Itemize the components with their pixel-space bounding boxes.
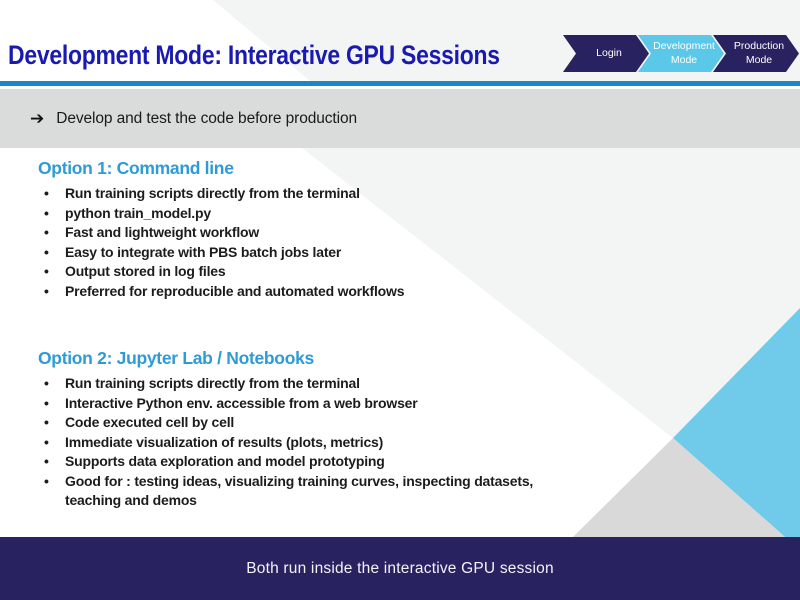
process-steps: Login Development Mode Production Mode (563, 35, 799, 72)
bullet-item: Code executed cell by cell (38, 413, 568, 433)
option-2-bullet-list: Run training scripts directly from the t… (38, 374, 568, 511)
step-chevron-development-mode: Development Mode (638, 35, 724, 72)
bullet-item: Supports data exploration and model prot… (38, 452, 568, 472)
bullet-item: Output stored in log files (38, 262, 568, 282)
step-label: Development Mode (653, 40, 715, 66)
footer-bar: Both run inside the interactive GPU sess… (0, 537, 800, 600)
step-label: Login (596, 46, 622, 59)
bullet-item: Fast and lightweight workflow (38, 223, 568, 243)
step-chevron-login: Login (563, 35, 649, 72)
step-chevron-production-mode: Production Mode (713, 35, 799, 72)
bullet-item: Immediate visualization of results (plot… (38, 433, 568, 453)
title-band: Development Mode: Interactive GPU Sessio… (0, 0, 800, 81)
option-2-heading: Option 2: Jupyter Lab / Notebooks (38, 348, 314, 368)
bullet-item: Good for : testing ideas, visualizing tr… (38, 472, 568, 511)
right-arrow-icon: ➔ (30, 108, 45, 129)
title-underline-rule (0, 81, 800, 86)
step-label: Production Mode (733, 40, 785, 66)
option-2-section: Option 2: Jupyter Lab / Notebooks Run tr… (38, 348, 568, 511)
footer-text: Both run inside the interactive GPU sess… (246, 559, 554, 577)
subtitle-band: ➔ Develop and test the code before produ… (0, 89, 800, 148)
bullet-item: Easy to integrate with PBS batch jobs la… (38, 243, 568, 263)
option-1-section: Option 1: Command line Run training scri… (38, 158, 568, 301)
bullet-item: Run training scripts directly from the t… (38, 374, 568, 394)
content-area: Option 1: Command line Run training scri… (0, 148, 800, 537)
bullet-item: Interactive Python env. accessible from … (38, 394, 568, 414)
subtitle-text: Develop and test the code before product… (56, 109, 357, 127)
page-title: Development Mode: Interactive GPU Sessio… (8, 40, 500, 70)
option-1-bullet-list: Run training scripts directly from the t… (38, 184, 568, 301)
bullet-item: Preferred for reproducible and automated… (38, 282, 568, 302)
bullet-item: python train_model.py (38, 204, 568, 224)
bullet-item: Run training scripts directly from the t… (38, 184, 568, 204)
option-1-heading: Option 1: Command line (38, 158, 234, 178)
